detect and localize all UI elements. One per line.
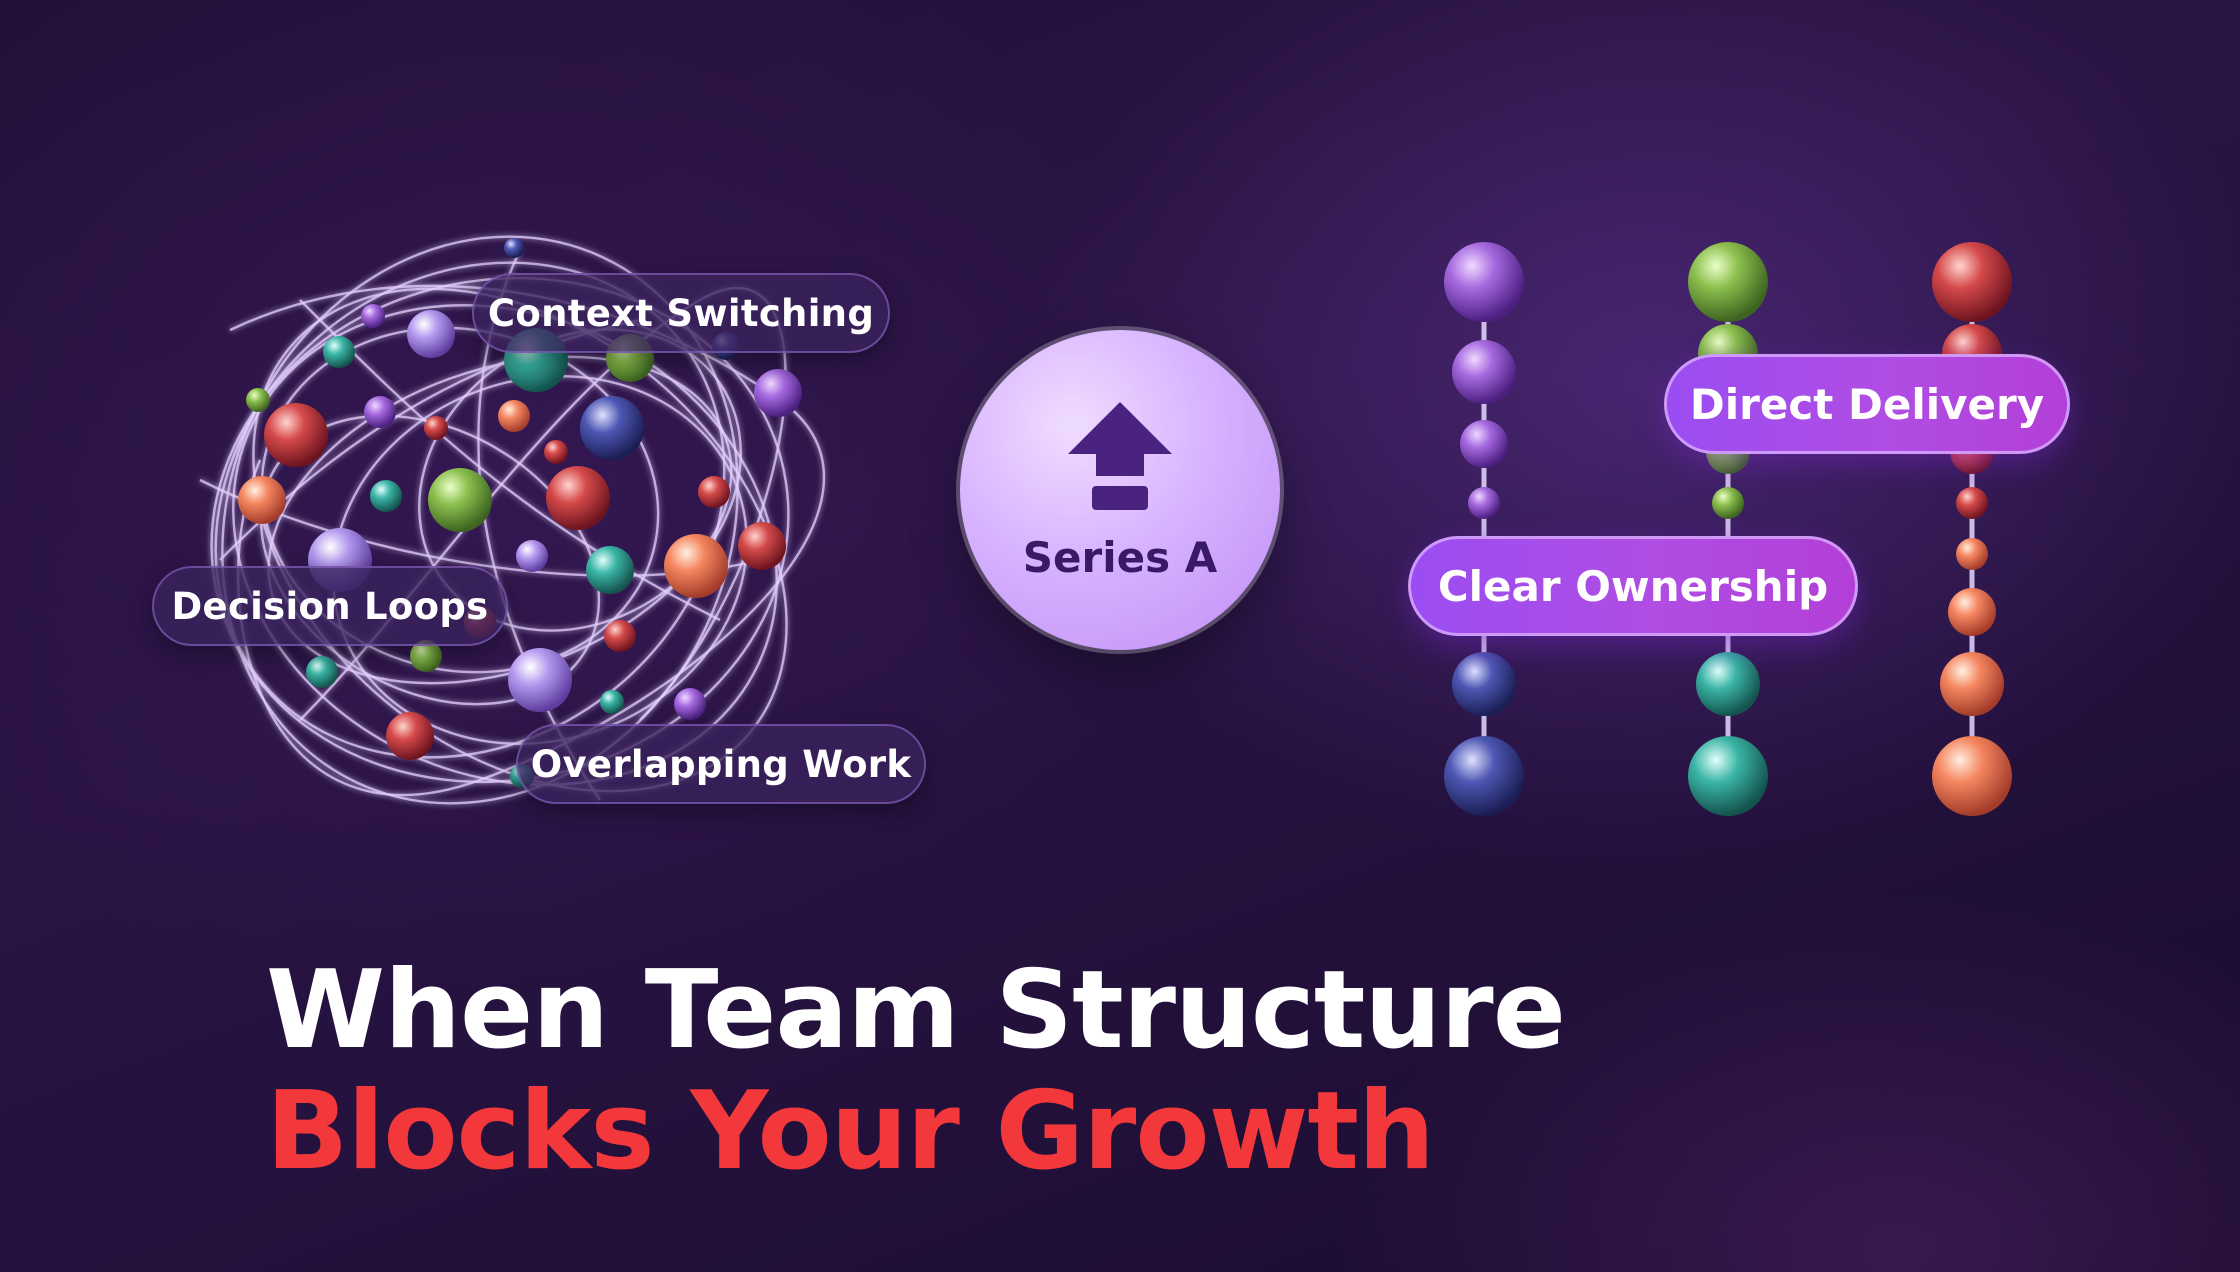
- chain-1-beads: [1444, 242, 1524, 816]
- tag-overlapping-work-label: Overlapping Work: [530, 742, 912, 786]
- headline-line-2: Blocks Your Growth: [266, 1069, 1435, 1194]
- series-a-badge: Series A: [960, 330, 1280, 650]
- tag-context-switching-label: Context Switching: [487, 291, 875, 335]
- tag-decision-loops-label: Decision Loops: [171, 584, 489, 628]
- tag-overlapping-work: Overlapping Work: [516, 724, 926, 804]
- badge-label: Series A: [1022, 533, 1218, 582]
- tag-clear-ownership: Clear Ownership: [1408, 536, 1858, 636]
- tag-clear-ownership-label: Clear Ownership: [1437, 561, 1829, 611]
- tag-direct-delivery-label: Direct Delivery: [1689, 379, 2045, 429]
- arrow-up-icon: [1068, 402, 1172, 510]
- tag-decision-loops: Decision Loops: [152, 566, 508, 646]
- tag-direct-delivery: Direct Delivery: [1664, 354, 2070, 454]
- headline-line-1: When Team Structure: [266, 948, 1566, 1073]
- tag-context-switching: Context Switching: [472, 273, 890, 353]
